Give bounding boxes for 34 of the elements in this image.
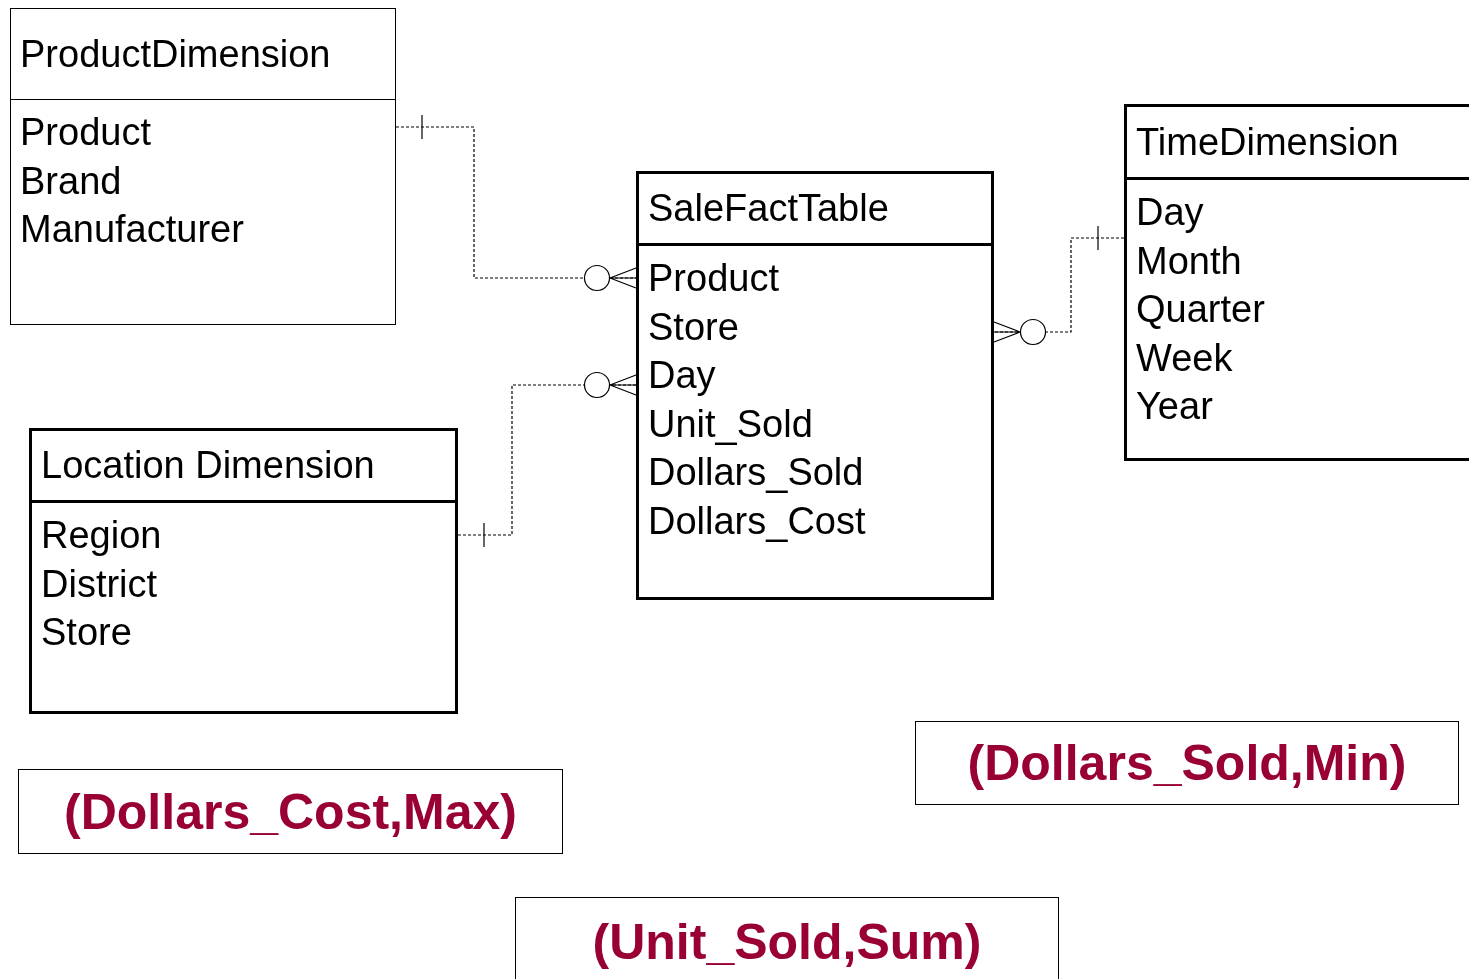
measure-box — [915, 721, 1459, 805]
attribute-name: Manufacturer — [20, 207, 244, 252]
attribute-name: Day — [648, 353, 716, 398]
attribute-name: Product — [648, 256, 779, 301]
attribute-name: Day — [1136, 190, 1204, 235]
attribute-name: Product — [20, 110, 151, 155]
attribute-name: Store — [648, 304, 739, 350]
aggregate-label: (Unit_Sold,Sum) — [592, 913, 982, 971]
measure-box — [18, 769, 563, 854]
attribute-name: Month — [1136, 238, 1242, 284]
entity-table — [10, 8, 396, 325]
relationship-line — [457, 371, 637, 548]
attribute-name: Year — [1136, 384, 1213, 429]
aggregate-label: (Dollars_Sold,Min) — [967, 734, 1407, 792]
relationship-line — [993, 225, 1125, 346]
entity-table — [1124, 104, 1469, 461]
table-name: ProductDimension — [20, 31, 331, 77]
attribute-name: Week — [1136, 335, 1233, 381]
entity-table — [29, 428, 458, 714]
attribute-name: Brand — [20, 158, 122, 204]
attribute-name: Region — [41, 513, 162, 558]
aggregate-label: (Dollars_Cost,Max) — [64, 782, 517, 841]
table-name: TimeDimension — [1136, 119, 1399, 165]
table-name: Location Dimension — [41, 443, 375, 489]
attribute-name: Dollars_Cost — [648, 498, 866, 544]
attribute-name: Unit_Sold — [648, 401, 813, 447]
entity-table — [636, 171, 994, 600]
attribute-name: Store — [41, 610, 132, 655]
attribute-name: District — [41, 561, 158, 607]
relationship-line — [395, 114, 637, 292]
attribute-name: Dollars_Sold — [648, 450, 864, 495]
measure-box — [515, 897, 1059, 979]
attribute-name: Quarter — [1136, 287, 1265, 332]
table-name: SaleFactTable — [648, 186, 889, 232]
